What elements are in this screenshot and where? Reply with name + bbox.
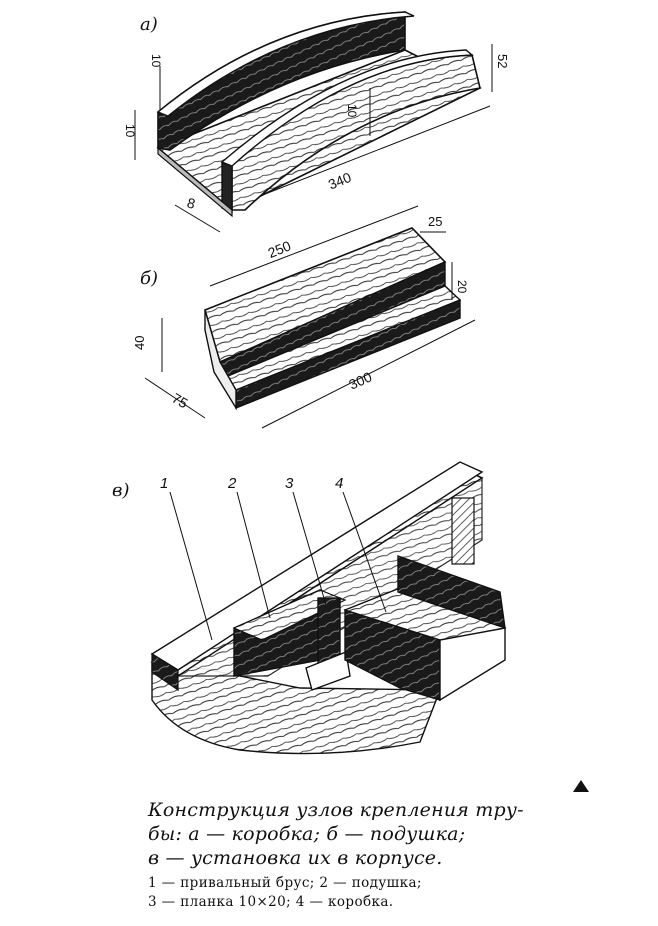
dim-a-width: 8 — [185, 194, 197, 212]
installed-box-side — [439, 627, 506, 702]
callout-leaders — [169, 491, 387, 641]
part-c-installation: 1 2 3 4 в) — [112, 461, 507, 755]
dim-b-step-width: 25 — [428, 214, 442, 229]
dim-a-total-height: 52 — [495, 54, 510, 68]
technical-drawing: 10 10 10 8 340 52 а) 250 25 20 40 75 30 — [112, 11, 510, 755]
box-back-wall-top — [156, 11, 415, 117]
hull-end-section — [451, 497, 475, 565]
legend-line-2: 3 — планка 10×20; 4 — коробка. — [148, 894, 394, 910]
dim-a-length: 340 — [326, 169, 354, 193]
dim-b-height: 40 — [132, 336, 147, 350]
dim-a-wall-thickness: 10 — [149, 54, 163, 68]
installed-plank-foot — [305, 651, 351, 691]
dim-a-base-thickness: 10 — [123, 124, 137, 138]
part-b-cushion: 250 25 20 40 75 300 б) — [132, 205, 476, 429]
dim-b-length: 300 — [346, 368, 374, 392]
callout-3: 3 — [285, 475, 294, 492]
callout-1: 1 — [160, 475, 168, 492]
part-a-box: 10 10 10 8 340 52 а) — [123, 11, 510, 233]
hull-floor — [151, 661, 442, 755]
installed-cushion-top — [232, 589, 347, 641]
part-a-dimension-lines — [134, 44, 493, 233]
dim-b-width: 75 — [169, 390, 191, 412]
part-b-dimension-lines — [144, 205, 476, 429]
installed-box-front-wall — [344, 609, 441, 701]
figure-caption: Конструкция узлов крепления тру- бы: а —… — [148, 798, 588, 912]
part-c-label: в) — [112, 480, 130, 501]
callout-4: 4 — [335, 475, 343, 492]
triangle-marker-icon — [573, 780, 589, 792]
callout-2: 2 — [227, 475, 237, 492]
caption-line-2: бы: а — коробка; б — подушка; — [148, 823, 466, 845]
caption-line-3: в — установка их в корпусе. — [148, 847, 443, 869]
legend-line-1: 1 — привальный брус; 2 — подушка; — [148, 875, 422, 891]
caption-line-1: Конструкция узлов крепления тру- — [148, 799, 524, 821]
box-front-wall-top — [220, 49, 474, 167]
part-a-label: а) — [140, 14, 158, 35]
dim-b-step-height: 20 — [455, 280, 469, 294]
part-b-label: б) — [140, 268, 158, 289]
cushion-end-face — [204, 309, 237, 411]
dim-b-upper-length: 250 — [266, 237, 294, 261]
rubbing-strake-end — [151, 652, 179, 692]
dim-a-wall-height: 10 — [345, 104, 359, 118]
box-base-edge — [157, 146, 233, 218]
